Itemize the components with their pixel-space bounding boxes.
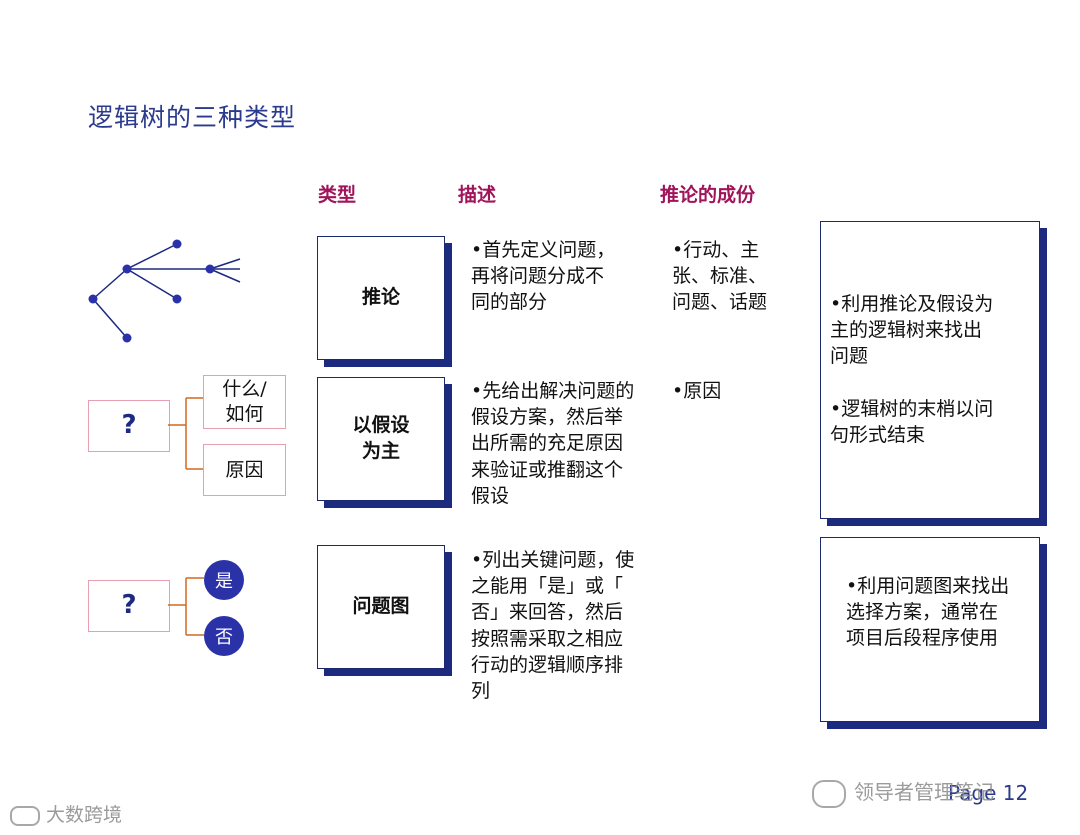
desc-hypothesis: •先给出解决问题的 假设方案，然后举 出所需的充足原因 来验证或推翻这个 假设 bbox=[471, 378, 634, 509]
wechat-icon bbox=[812, 779, 846, 808]
desc-inference: •首先定义问题， 再将问题分成不 同的部分 bbox=[471, 237, 615, 316]
summary-text: •利用推论及假设为 主的逻辑树来找出 问题 •逻辑树的末梢以问 句形式结束 bbox=[830, 291, 993, 448]
header-type: 类型 bbox=[318, 184, 357, 206]
watermark-right-text: 领导者管理笔记 bbox=[854, 780, 994, 804]
desc-line: 出所需的充足原因 bbox=[471, 432, 624, 455]
desc-line: 列 bbox=[471, 680, 491, 703]
type-label-line: 问题图 bbox=[352, 595, 410, 618]
option-box-cause: 原因 bbox=[203, 444, 286, 496]
summary-line: •逻辑树的末梢以问 bbox=[830, 397, 994, 420]
desc-line: 假设 bbox=[471, 484, 510, 507]
yes-circle: 是 bbox=[204, 560, 244, 600]
tree-node bbox=[205, 264, 215, 274]
desc-line: 之能用「是」或「 bbox=[471, 575, 624, 598]
question-mark: ? bbox=[121, 410, 137, 441]
tree-node bbox=[88, 294, 98, 304]
question-mark: ? bbox=[121, 590, 137, 621]
watermark-logo-icon bbox=[10, 805, 40, 826]
desc-line: •列出关键问题，使 bbox=[471, 549, 635, 571]
summary-line: •利用问题图来找出 bbox=[846, 575, 1010, 597]
tree-node bbox=[172, 294, 182, 304]
type-label: 以假设 为主 bbox=[352, 413, 409, 464]
watermark-right: 领导者管理笔记 bbox=[812, 776, 994, 808]
type-label-line: 推论 bbox=[361, 286, 400, 309]
component-line: 问题、话题 bbox=[672, 291, 768, 314]
type-label-line: 为主 bbox=[361, 440, 400, 462]
desc-line: 再将问题分成不 bbox=[471, 265, 605, 288]
component-line: •原因 bbox=[672, 380, 722, 402]
summary-line: •利用推论及假设为 bbox=[830, 293, 994, 315]
tree-node bbox=[172, 239, 182, 249]
option-box-what-how: 什么/ 如何 bbox=[203, 375, 286, 429]
logic-tree-diagram bbox=[88, 239, 241, 343]
summary-line: 选择方案，通常在 bbox=[846, 601, 999, 624]
type-label-line: 以假设 bbox=[352, 414, 410, 437]
type-label: 问题图 bbox=[352, 594, 409, 620]
desc-line: •先给出解决问题的 bbox=[471, 380, 635, 402]
desc-line: 行动的逻辑顺序排 bbox=[471, 653, 624, 676]
components-hypothesis: •原因 bbox=[672, 378, 721, 404]
summary-line: 项目后段程序使用 bbox=[846, 627, 999, 650]
summary-line: 问题 bbox=[830, 345, 869, 368]
type-box-inference: 推论 bbox=[317, 236, 445, 360]
bracket-connector bbox=[168, 397, 204, 470]
watermark-left: 大数跨境 bbox=[10, 800, 122, 827]
header-desc: 描述 bbox=[458, 184, 497, 206]
watermark-left-text: 大数跨境 bbox=[46, 804, 123, 826]
question-box-hypothesis: ? bbox=[88, 400, 170, 452]
component-line: 张、标准、 bbox=[672, 265, 768, 288]
desc-line: 假设方案，然后举 bbox=[471, 406, 624, 429]
summary-line: 句形式结束 bbox=[830, 423, 926, 446]
desc-issue-map: •列出关键问题，使 之能用「是」或「 否」来回答，然后 按照需采取之相应 行动的… bbox=[471, 547, 634, 704]
bracket-connector bbox=[168, 577, 204, 636]
tree-node bbox=[122, 333, 132, 343]
components-inference: •行动、主 张、标准、 问题、话题 bbox=[672, 237, 767, 316]
summary-box-1: •利用推论及假设为 主的逻辑树来找出 问题 •逻辑树的末梢以问 句形式结束 bbox=[820, 221, 1040, 519]
desc-line: 同的部分 bbox=[471, 291, 548, 314]
no-circle: 否 bbox=[204, 616, 244, 656]
page-number: Page 12 bbox=[948, 781, 1029, 805]
summary-line: 主的逻辑树来找出 bbox=[830, 319, 983, 342]
summary-text: •利用问题图来找出 选择方案，通常在 项目后段程序使用 bbox=[846, 573, 1009, 652]
type-label: 推论 bbox=[362, 285, 400, 311]
type-box-hypothesis: 以假设 为主 bbox=[317, 377, 445, 501]
summary-box-2: •利用问题图来找出 选择方案，通常在 项目后段程序使用 bbox=[820, 537, 1040, 722]
tree-node bbox=[122, 264, 132, 274]
desc-line: •首先定义问题， bbox=[471, 239, 616, 261]
component-line: •行动、主 bbox=[672, 239, 760, 261]
type-box-issue-map: 问题图 bbox=[317, 545, 445, 669]
question-box-issue: ? bbox=[88, 580, 170, 632]
desc-line: 按照需采取之相应 bbox=[471, 627, 624, 650]
header-components: 推论的成份 bbox=[660, 184, 756, 206]
desc-line: 来验证或推翻这个 bbox=[471, 458, 624, 481]
page-title: 逻辑树的三种类型 bbox=[88, 103, 297, 132]
desc-line: 否」来回答，然后 bbox=[471, 601, 624, 624]
